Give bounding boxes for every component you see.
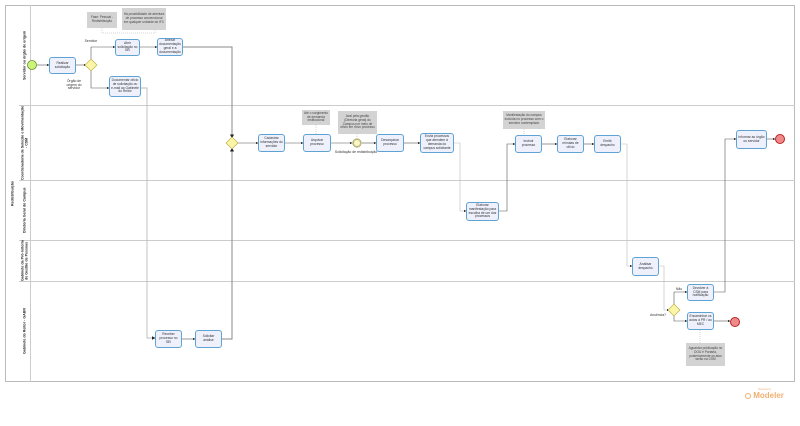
task-manifestacao[interactable]: Elaborar manifestação para escolha de um… — [466, 202, 499, 221]
gateway-label: Anuência? — [649, 313, 667, 317]
end-event — [730, 317, 740, 327]
lane-diretoria — [19, 180, 795, 240]
annotation: Aguardar publicação no DOU e Portaria, p… — [686, 343, 725, 366]
task-minutas[interactable]: Elaborar minutas de ofício — [557, 135, 584, 153]
task-analisar-despacho[interactable]: Analisar despacho — [632, 257, 659, 276]
task-receber[interactable]: Receber processo no SEI — [155, 330, 182, 348]
task-desarquivar[interactable]: Desarquivar processo — [376, 134, 404, 152]
lane-progep — [19, 240, 795, 281]
task-devolver[interactable]: Devolver à CSM para notificação — [687, 284, 714, 301]
task-cadastrar[interactable]: Cadastrar informações do servidor — [258, 134, 285, 152]
task-instruir[interactable]: Instruir processo — [515, 135, 542, 153]
annotation: Aval pela gestão (Diretoria geral) do Ca… — [338, 111, 377, 134]
intermediate-event — [352, 138, 362, 148]
annotation: Há possibilidade de abertura de processo… — [122, 8, 166, 30]
gateway-anuencia — [667, 303, 681, 317]
task-envia-processos[interactable]: Envia processos que atendem à demanda do… — [420, 133, 454, 153]
event-label: Solicitação de redistribuição — [334, 150, 378, 154]
task-arquivar[interactable]: Arquivar processo — [303, 134, 331, 152]
task-realizar-solicitacao[interactable]: Realizar solicitação — [49, 57, 76, 74]
logo-caption: Powered by — [757, 388, 772, 391]
flow-label: Não — [675, 287, 683, 291]
start-event — [27, 60, 37, 70]
flow-label: Servidor — [84, 39, 98, 43]
annotation: Manifestação do campus incluída no proce… — [503, 111, 545, 129]
annotation: Fase: Pessoal - Redistribuição — [87, 12, 117, 28]
gateway — [84, 58, 98, 72]
task-encaminhar[interactable]: Encaminhar os autos à PR / ao MEC — [687, 312, 714, 330]
logo-icon — [745, 392, 751, 399]
pool — [5, 5, 795, 382]
flow-label: Órgão de origem do servidor — [66, 79, 82, 91]
gateway — [225, 136, 239, 150]
task-solicitar-analise[interactable]: Solicitar análise — [195, 330, 222, 348]
logo-brand: Modeler — [745, 391, 784, 400]
task-informar[interactable]: Informar ao órgão ou servidor — [736, 130, 767, 149]
task-documentar-oficio[interactable]: Documentar ofício de solicitação ou e-ma… — [109, 76, 141, 97]
annotation: Até o surgimento de demanda instituciona… — [302, 110, 330, 125]
task-anexar[interactable]: Anexar documentação geral e a documentaç… — [157, 38, 183, 56]
end-event — [775, 134, 785, 144]
modeler-logo: Powered by Modeler — [745, 388, 784, 400]
lane-gabr — [19, 281, 795, 382]
task-emitir-despacho[interactable]: Emitir despacho — [594, 135, 621, 153]
logo-text: Modeler — [753, 391, 784, 400]
lane-csm — [19, 105, 795, 180]
task-abrir-solicitacao[interactable]: Abrir solicitação no SEI — [115, 39, 140, 56]
